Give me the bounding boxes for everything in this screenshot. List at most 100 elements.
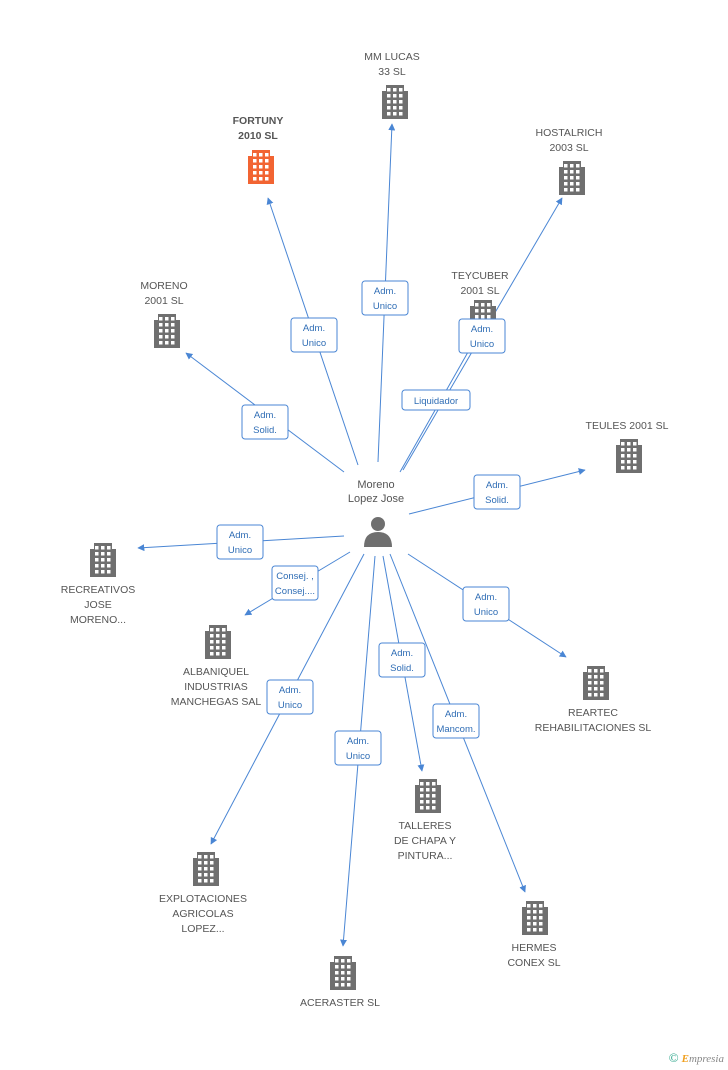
role-label-text: Adm. — [486, 480, 508, 491]
building-icon — [205, 625, 231, 659]
company-name-line: LOPEZ... — [181, 923, 224, 935]
role-label-box — [462, 586, 510, 622]
brand-initial: E — [681, 1053, 689, 1065]
footer-brand: ©Empresia — [669, 1050, 724, 1066]
role-label-box — [401, 389, 471, 411]
company-name-line: AGRICOLAS — [172, 908, 233, 920]
company-name-line: ACERASTER SL — [300, 997, 380, 1009]
company-name-line: 2001 SL — [460, 285, 499, 297]
role-label-hermes[interactable]: Adm. Mancom. — [432, 703, 480, 739]
role-label-text: Mancom. — [436, 724, 475, 735]
role-label-recreativos[interactable]: Adm.Unico — [216, 524, 264, 560]
company-name-line: CONEX SL — [507, 957, 560, 969]
company-name-line: REARTEC — [568, 707, 618, 719]
role-label-text: Unico — [474, 607, 498, 618]
role-label-text: Unico — [302, 338, 326, 349]
role-label-text: Adm. — [303, 323, 325, 334]
company-name-line: TALLERES — [399, 820, 452, 832]
role-label-text: Liquidador — [414, 396, 458, 407]
role-label-hostalrich[interactable]: Adm.Unico — [458, 318, 506, 354]
company-name-line: 33 SL — [378, 66, 406, 78]
role-label-box — [216, 524, 264, 560]
company-node-reartec[interactable]: REARTEC REHABILITACIONES SL — [535, 666, 652, 734]
company-name-line: REHABILITACIONES SL — [535, 722, 652, 734]
center-person-node[interactable]: Moreno Lopez Jose — [348, 479, 404, 547]
company-name-line: HERMES — [512, 942, 557, 954]
role-label-text: Adm. — [374, 286, 396, 297]
role-label-box — [334, 730, 382, 766]
role-label-box — [458, 318, 506, 354]
role-label-explotaciones[interactable]: Adm. Unico — [266, 679, 314, 715]
role-label-text: Unico — [470, 339, 494, 350]
company-name-line: FORTUNY — [233, 115, 284, 127]
company-name-line: JOSE — [84, 599, 111, 611]
company-node-teules[interactable]: TEULES 2001 SL — [586, 420, 669, 473]
copyright-symbol: © — [668, 1050, 679, 1065]
role-label-box — [266, 679, 314, 715]
role-label-text: Solid. — [253, 425, 277, 436]
role-label-text: Adm. — [229, 530, 251, 541]
company-name-line: MORENO — [140, 280, 187, 292]
company-name-line: HOSTALRICH — [536, 127, 603, 139]
role-label-text: Unico — [346, 751, 370, 762]
person-icon — [364, 517, 392, 547]
role-label-text: Adm. — [475, 592, 497, 603]
role-label-text: Solid. — [485, 495, 509, 506]
center-name-line2: Lopez Jose — [348, 493, 404, 505]
role-label-text: Adm. — [279, 685, 301, 696]
role-label-box — [378, 642, 426, 678]
company-name-line: MANCHEGAS SAL — [171, 696, 262, 708]
role-label-box — [290, 317, 338, 353]
role-label-text: Unico — [278, 700, 302, 711]
role-label-aceraster[interactable]: Adm. Unico — [334, 730, 382, 766]
role-label-moreno2001[interactable]: Adm. Solid. — [241, 404, 289, 440]
role-label-text: Solid. — [390, 663, 414, 674]
building-icon — [193, 852, 219, 886]
role-label-fortuny[interactable]: Adm. Unico — [290, 317, 338, 353]
role-label-reartec[interactable]: Adm. Unico — [462, 586, 510, 622]
role-label-text: Adm. — [445, 709, 467, 720]
company-name-line: TEULES 2001 SL — [586, 420, 669, 432]
company-name-line: MORENO... — [70, 614, 126, 626]
building-icon — [90, 543, 116, 577]
role-label-text: Adm. — [347, 736, 369, 747]
role-label-box — [361, 280, 409, 316]
edge-labels-layer: Adm.UnicoAdm.UnicoAdm.UnicoLiquidadorAdm… — [216, 280, 521, 766]
building-icon — [154, 314, 180, 348]
company-node-talleres[interactable]: TALLERES DE CHAPA Y PINTURA... — [394, 779, 456, 862]
company-node-aceraster[interactable]: ACERASTER SL — [300, 956, 380, 1009]
role-label-talleres[interactable]: Adm.Solid. — [378, 642, 426, 678]
company-name-line: DE CHAPA Y — [394, 835, 456, 847]
company-node-explotaciones[interactable]: EXPLOTACIONES AGRICOLAS LOPEZ... — [159, 852, 247, 935]
building-icon — [330, 956, 356, 990]
building-icon — [559, 161, 585, 195]
company-name-line: EXPLOTACIONES — [159, 893, 247, 905]
role-label-teycuber[interactable]: Liquidador — [401, 389, 471, 411]
role-label-text: Consej.... — [275, 586, 315, 597]
role-label-text: Unico — [373, 301, 397, 312]
company-name-line: 2001 SL — [144, 295, 183, 307]
company-node-hermes[interactable]: HERMES CONEX SL — [507, 901, 561, 969]
company-name-line: MM LUCAS — [364, 51, 419, 63]
building-icon — [583, 666, 609, 700]
company-name-line: TEYCUBER — [451, 270, 509, 282]
role-label-mmlucas[interactable]: Adm. Unico — [361, 280, 409, 316]
role-label-box — [473, 474, 521, 510]
role-label-box — [271, 565, 319, 601]
center-name-line1: Moreno — [357, 479, 394, 491]
company-name-line: ALBANIQUEL — [183, 666, 249, 678]
company-name-line: RECREATIVOS — [61, 584, 135, 596]
company-node-moreno2001[interactable]: MORENO 2001 SL — [140, 280, 188, 348]
role-label-text: Adm. — [254, 410, 276, 421]
company-name-line: PINTURA... — [398, 850, 453, 862]
role-label-teules[interactable]: Adm. Solid. — [473, 474, 521, 510]
role-label-box — [432, 703, 480, 739]
company-node-recreativos[interactable]: RECREATIVOS JOSE MORENO... — [61, 543, 135, 626]
company-node-mmlucas[interactable]: MM LUCAS 33 SL — [364, 51, 420, 119]
role-label-albaniquel[interactable]: Consej. ,Consej.... — [271, 565, 319, 601]
